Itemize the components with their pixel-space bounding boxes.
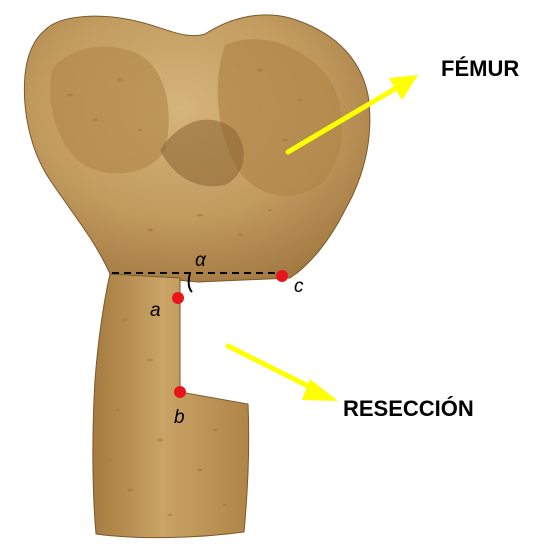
landmark-point-a bbox=[172, 292, 184, 304]
landmark-point-b bbox=[174, 386, 186, 398]
angle-label: α bbox=[195, 250, 207, 271]
landmark-point-c bbox=[276, 270, 288, 282]
femur-bone bbox=[24, 15, 369, 538]
reseccion-label: RESECCIÓN bbox=[343, 396, 474, 422]
point-label-b: b bbox=[174, 407, 185, 428]
femur-label: FÉMUR bbox=[441, 56, 519, 82]
reseccion-arrow bbox=[228, 346, 338, 401]
point-label-a: a bbox=[150, 300, 161, 321]
point-label-c: c bbox=[294, 276, 304, 297]
femur-shaft bbox=[93, 274, 249, 538]
